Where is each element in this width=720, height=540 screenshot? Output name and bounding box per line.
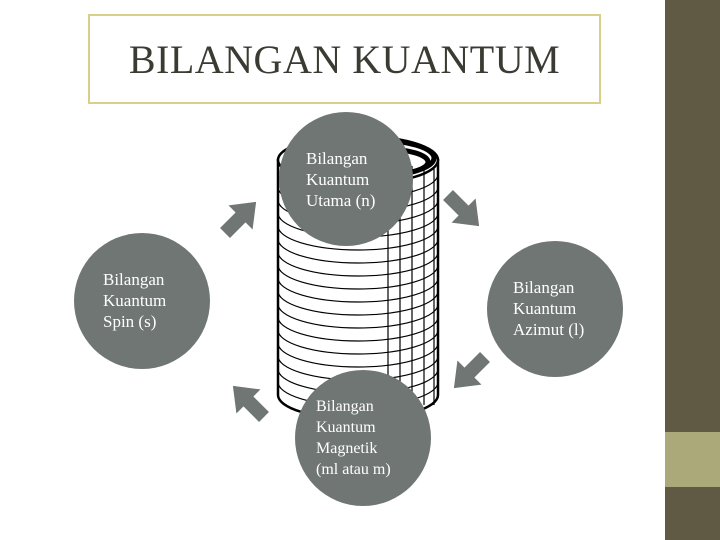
circle-azimut — [487, 241, 623, 377]
node-spin-line-2: Kuantum — [103, 291, 167, 310]
slide-title: BILANGAN KUANTUM — [128, 36, 561, 82]
node-spin-line-3: Spin (s) — [103, 312, 157, 331]
node-azimut-line-2: Kuantum — [513, 299, 577, 318]
decorative-side-bar — [665, 0, 720, 540]
arrow-down-left-icon — [453, 352, 490, 389]
side-bar-top — [665, 0, 720, 432]
node-spin-label: Bilangan Kuantum Spin (s) — [103, 269, 166, 332]
node-magnetik-line-3: Magnetik — [316, 440, 378, 457]
side-bar-bottom — [665, 487, 720, 540]
title-box: BILANGAN KUANTUM — [88, 14, 601, 104]
circle-magnetik — [295, 370, 431, 506]
node-magnetik-line-1: Bilangan — [316, 398, 374, 415]
node-utama-line-2: Kuantum — [306, 170, 370, 189]
node-magnetik-label: Bilangan Kuantum Magnetik (ml atau m) — [316, 396, 391, 480]
arrow-up-left-icon — [232, 385, 269, 422]
node-azimut-line-3: Azimut (l) — [513, 320, 585, 339]
node-azimut-line-1: Bilangan — [513, 278, 575, 297]
arrow-up-right-icon — [220, 201, 257, 238]
side-bar-middle — [665, 432, 720, 487]
node-utama-label: Bilangan Kuantum Utama (n) — [306, 148, 375, 211]
node-magnetik-line-4: (ml atau m) — [316, 461, 391, 478]
node-utama-line-1: Bilangan — [306, 149, 368, 168]
circle-spin — [74, 233, 210, 369]
node-spin-line-1: Bilangan — [103, 270, 165, 289]
node-magnetik-line-2: Kuantum — [316, 419, 376, 436]
arrow-down-right-icon — [443, 190, 480, 227]
node-utama-line-3: Utama (n) — [306, 191, 376, 210]
node-azimut-label: Bilangan Kuantum Azimut (l) — [513, 277, 584, 340]
circle-utama — [279, 112, 413, 246]
